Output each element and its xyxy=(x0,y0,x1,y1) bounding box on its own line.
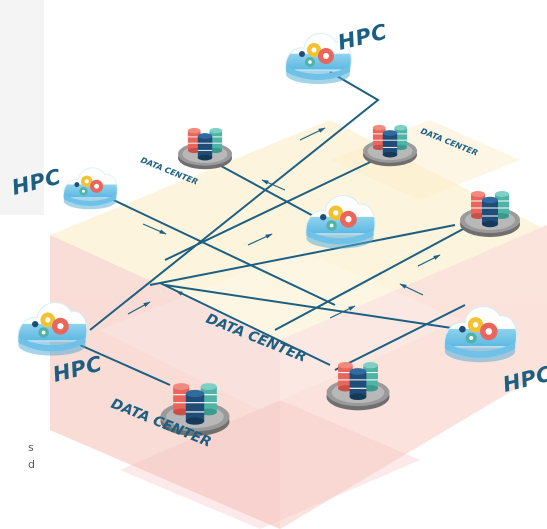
truncated-text-line-2: d xyxy=(28,458,35,471)
truncated-text-line-1: s xyxy=(28,441,34,454)
datacenter-node-top-left xyxy=(177,127,233,170)
flow-arrows xyxy=(127,127,441,319)
hpc-left-label: HPC xyxy=(9,164,63,199)
hpc-node-left xyxy=(63,167,118,210)
hpc-top-label: HPC xyxy=(335,19,389,54)
side-panel xyxy=(0,0,44,215)
